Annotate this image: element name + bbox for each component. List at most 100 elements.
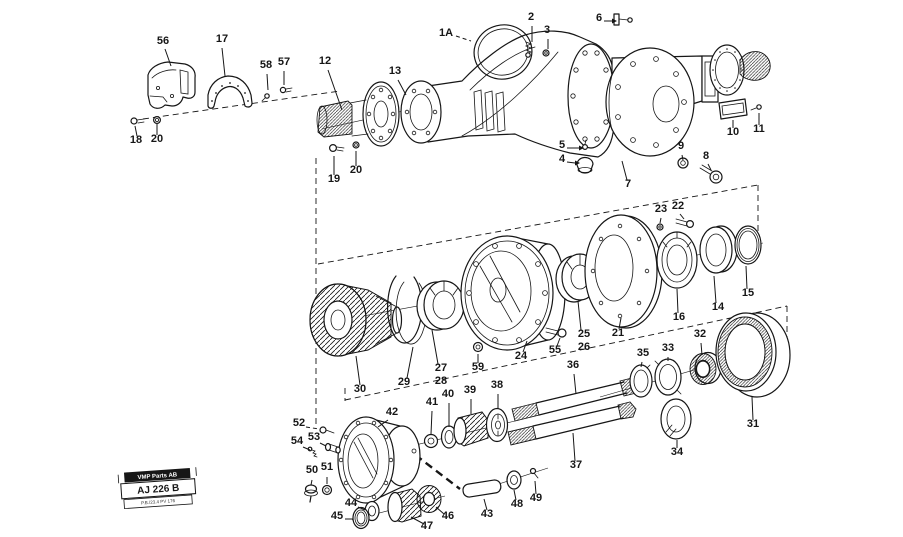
sleeve-53 <box>324 442 341 454</box>
part-label-13: 13 <box>389 65 401 77</box>
lock-ring-34 <box>660 398 692 440</box>
part-label-39: 39 <box>464 384 476 396</box>
bolt-18 <box>130 117 145 125</box>
part-label-35: 35 <box>637 347 649 359</box>
stamp-maker-bar <box>123 467 191 483</box>
part-label-20: 20 <box>350 164 362 176</box>
part-label-50: 50 <box>306 464 318 476</box>
part-label-21: 21 <box>612 327 624 339</box>
part-label-49: 49 <box>530 492 542 504</box>
leader-line-56 <box>164 48 172 67</box>
bracket-56 <box>147 61 196 109</box>
leader-line-36 <box>573 373 577 395</box>
part-label-15: 15 <box>742 287 754 299</box>
leader-line-30 <box>355 355 361 386</box>
leader-line-48 <box>513 489 517 501</box>
part-label-29: 29 <box>398 376 410 388</box>
part-label-3: 3 <box>544 24 550 36</box>
leader-line-37 <box>572 432 576 462</box>
leader-line-18 <box>134 125 138 137</box>
stamp-note-box <box>123 494 193 510</box>
bolt-57 <box>279 86 293 94</box>
part-label-30: 30 <box>354 383 366 395</box>
part-label-8: 8 <box>703 150 709 162</box>
part-label-16: 16 <box>673 311 685 323</box>
leader-arrowhead <box>612 18 617 24</box>
leader-line-35 <box>640 361 643 368</box>
leader-line-53 <box>319 442 327 447</box>
axle-housing <box>424 30 771 158</box>
thrust-washer-38 <box>485 407 509 443</box>
bolt-19 <box>329 144 345 153</box>
part-label-2: 2 <box>528 11 534 23</box>
part-label-52: 52 <box>293 417 305 429</box>
diff-carrier-42 <box>337 416 421 504</box>
part-label-58: 58 <box>260 59 272 71</box>
bolt-22 <box>675 218 694 229</box>
leader-line-41 <box>430 410 433 435</box>
nut-41 <box>423 433 439 449</box>
part-label-6: 6 <box>596 12 602 24</box>
splined-coupling-30 <box>309 283 403 357</box>
part-label-11: 11 <box>753 123 765 135</box>
part-label-10: 10 <box>727 126 739 138</box>
washer-48 <box>506 470 522 490</box>
part-label-44: 44 <box>345 497 358 509</box>
part-label-7: 7 <box>625 178 631 190</box>
part-label-54: 54 <box>291 435 304 447</box>
part-label-32: 32 <box>694 328 706 340</box>
leader-line-15 <box>745 265 748 290</box>
leader-line-1A <box>455 35 472 42</box>
leader-line-13 <box>397 79 407 96</box>
plug-6 <box>613 13 633 26</box>
leader-line-52 <box>305 426 320 430</box>
part-label-25: 25 <box>578 328 590 340</box>
leader-line-22 <box>679 213 685 220</box>
leader-line-42 <box>377 419 389 428</box>
screw-11 <box>750 104 762 111</box>
part-label-37: 37 <box>570 459 582 471</box>
part-label-51: 51 <box>321 461 333 473</box>
part-label-36: 36 <box>567 359 579 371</box>
leader-line-26 <box>577 300 582 331</box>
stamp-note-text: P.B./23.4 PV 176 <box>141 498 176 505</box>
part-label-5: 5 <box>559 139 565 151</box>
leader-line-24 <box>522 340 528 353</box>
part-label-14: 14 <box>712 301 725 313</box>
part-label-46: 46 <box>442 510 454 522</box>
breather-2 <box>524 41 533 58</box>
gear-46 <box>416 485 442 513</box>
pin-23 <box>656 223 664 231</box>
part-label-55: 55 <box>549 344 561 356</box>
part-label-33: 33 <box>662 342 674 354</box>
part-label-53: 53 <box>308 431 320 443</box>
part-label-57: 57 <box>278 56 290 68</box>
part-label-56: 56 <box>157 35 169 47</box>
pinion-gear-47 <box>387 488 422 523</box>
part-label-17: 17 <box>216 33 228 45</box>
axle-shaft-37 <box>507 401 637 446</box>
stamp-code-box <box>120 478 197 500</box>
leader-arrowhead <box>579 145 584 151</box>
cross-shaft-43 <box>462 479 502 498</box>
part-label-22: 22 <box>672 200 684 212</box>
part-label-9: 9 <box>678 140 684 152</box>
part-label-48: 48 <box>511 498 523 510</box>
stamp-code-text: AJ 226 B <box>137 483 180 497</box>
leader-line-44 <box>357 506 366 511</box>
nut-20-lower <box>352 141 360 149</box>
ring-35 <box>629 364 653 398</box>
part-label-42: 42 <box>386 406 398 418</box>
leader-line-50 <box>310 479 313 486</box>
washer-45 <box>352 506 370 530</box>
maker-stamp: VMP Parts AB AJ 226 B P.B./23.4 PV 176 <box>117 467 197 510</box>
part-label-27: 27 <box>435 362 447 374</box>
leader-line-31 <box>751 396 754 421</box>
leader-line-17 <box>221 47 226 77</box>
part-label-47: 47 <box>421 520 433 532</box>
part-label-59: 59 <box>472 361 484 373</box>
leader-line-29 <box>406 346 414 379</box>
part-label-38: 38 <box>491 379 503 391</box>
